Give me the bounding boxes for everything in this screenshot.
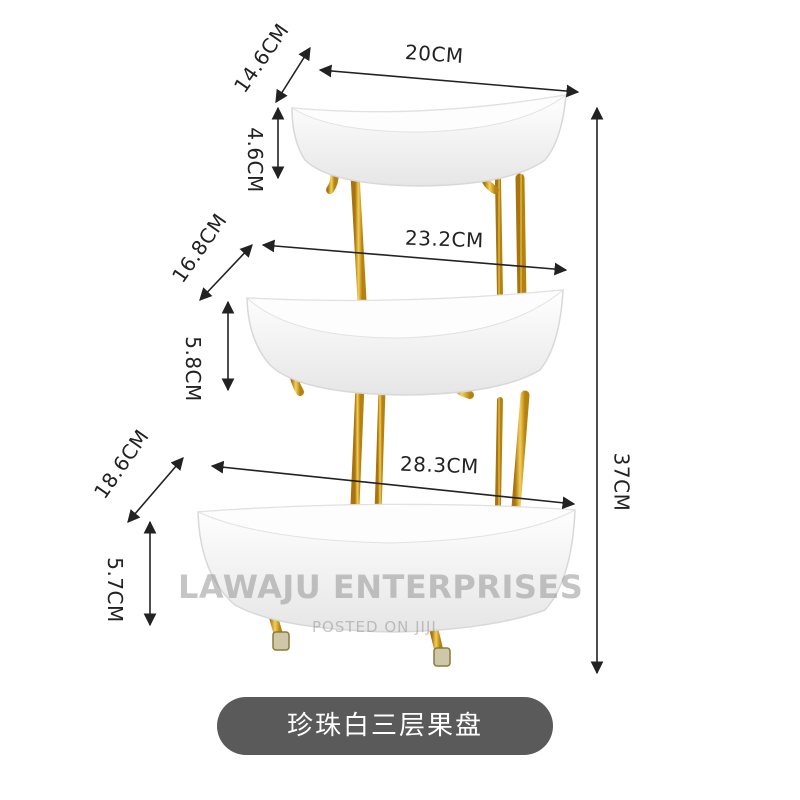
middle-height-label: 5.8CM (180, 336, 205, 402)
bottom-height-label: 5.7CM (102, 557, 127, 623)
product-caption: 珍珠白三层果盘 (217, 697, 553, 755)
top-width-label: 20CM (404, 39, 465, 69)
top-bowl (291, 94, 567, 187)
watermark-main: LAWAJU ENTERPRISES (178, 568, 584, 606)
stand-feet (272, 631, 451, 667)
middle-bowl (245, 289, 565, 396)
bottom-width-label: 28.3CM (399, 451, 480, 479)
total-height-label: 37CM (609, 452, 634, 512)
watermark-sub: POSTED ON JIJI (312, 618, 437, 636)
bottom-bowl (197, 503, 577, 633)
top-height-label: 4.6CM (242, 127, 267, 193)
dimension-lines (127, 46, 604, 675)
middle-width-label: 23.2CM (404, 225, 485, 253)
